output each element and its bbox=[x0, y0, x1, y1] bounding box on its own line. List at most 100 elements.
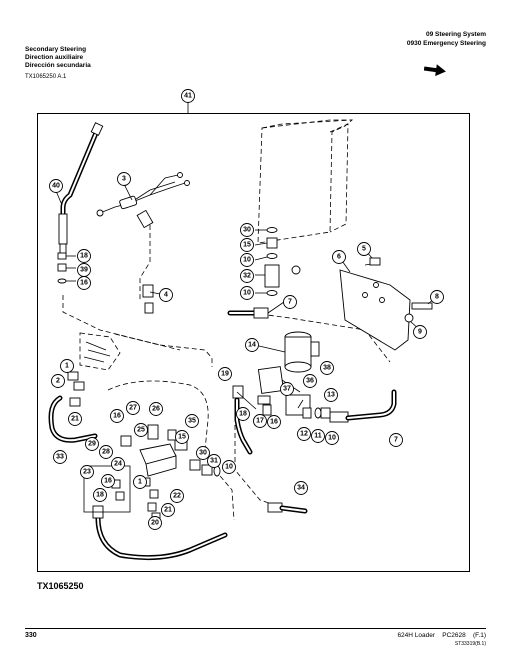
manifold-block bbox=[120, 424, 188, 477]
footer-model: 624H Loader bbox=[397, 632, 436, 639]
callout-13: 13 bbox=[324, 388, 338, 402]
callout-37: 37 bbox=[280, 382, 294, 396]
callout-20: 20 bbox=[148, 516, 162, 530]
bolt-8-washer-9 bbox=[404, 302, 433, 323]
callout-23: 23 bbox=[80, 465, 94, 479]
wiring-harness-3 bbox=[96, 172, 190, 229]
page-header-right: 09 Steering System 0930 Emergency Steeri… bbox=[407, 30, 486, 48]
callout-21a: 21 bbox=[68, 412, 82, 426]
svg-text:22: 22 bbox=[173, 493, 181, 500]
footer-model-line: 624H Loader PC2628 (F.1) bbox=[397, 632, 486, 640]
routing-line-b bbox=[62, 295, 213, 367]
callout-39: 39 bbox=[77, 263, 91, 277]
callout-12: 12 bbox=[297, 427, 311, 441]
black-arrow-icon bbox=[424, 64, 446, 76]
callout-21b: 21 bbox=[161, 503, 175, 517]
callout-34: 34 bbox=[294, 481, 308, 495]
svg-text:16: 16 bbox=[104, 478, 112, 485]
figure-ref-bottom: TX1065250 bbox=[37, 581, 84, 591]
callout-10c: 10 bbox=[325, 431, 339, 445]
callout-35: 35 bbox=[185, 414, 199, 428]
svg-text:39: 39 bbox=[80, 267, 88, 274]
callout-15: 15 bbox=[240, 238, 254, 252]
callout-16d: 16 bbox=[101, 474, 115, 488]
callout-40: 40 bbox=[49, 179, 63, 193]
svg-text:10: 10 bbox=[225, 464, 233, 471]
svg-text:24: 24 bbox=[114, 461, 122, 468]
callout-25: 25 bbox=[134, 423, 148, 437]
callout-33: 33 bbox=[53, 450, 67, 464]
svg-text:3: 3 bbox=[122, 176, 126, 183]
callout-27: 27 bbox=[126, 401, 140, 415]
page-title-block: Secondary Steering Direction auxiliaire … bbox=[25, 46, 91, 70]
callout-24: 24 bbox=[111, 457, 125, 471]
hose-19 bbox=[232, 385, 253, 455]
svg-text:40: 40 bbox=[52, 183, 60, 190]
routing-line-c bbox=[114, 333, 181, 351]
callout-29: 29 bbox=[85, 437, 99, 451]
svg-text:38: 38 bbox=[323, 365, 331, 372]
callout-41: 41 bbox=[181, 89, 195, 103]
callout-10: 10 bbox=[240, 253, 254, 267]
group-title: 0930 Emergency Steering bbox=[406, 40, 486, 47]
svg-text:31: 31 bbox=[210, 458, 218, 465]
callout-30: 30 bbox=[240, 223, 254, 237]
routing-line-g bbox=[214, 469, 235, 521]
callout-3: 3 bbox=[117, 172, 131, 186]
callout-2: 2 bbox=[51, 374, 65, 388]
svg-text:37: 37 bbox=[283, 386, 291, 393]
hose-4-fitting bbox=[142, 284, 154, 314]
hose-40 bbox=[58, 122, 104, 255]
callout-10d: 10 bbox=[222, 460, 236, 474]
routing-line-f bbox=[107, 380, 209, 451]
section-title: 09 Steering System bbox=[426, 31, 486, 38]
routing-line-e bbox=[234, 425, 276, 506]
svg-text:28: 28 bbox=[102, 449, 110, 456]
page-number: 330 bbox=[25, 632, 37, 639]
callout-1a: 1 bbox=[60, 359, 74, 373]
svg-text:13: 13 bbox=[327, 392, 335, 399]
fittings-30-31-10 bbox=[189, 459, 221, 477]
svg-text:27: 27 bbox=[129, 405, 137, 412]
callout-17: 17 bbox=[253, 414, 267, 428]
svg-text:15: 15 bbox=[178, 434, 186, 441]
svg-text:21: 21 bbox=[71, 416, 79, 423]
pump-motor-14 bbox=[284, 331, 320, 373]
callout-7a: 7 bbox=[283, 295, 297, 309]
svg-text:26: 26 bbox=[152, 406, 160, 413]
svg-text:6: 6 bbox=[337, 254, 341, 261]
svg-text:16: 16 bbox=[113, 413, 121, 420]
callout-8: 8 bbox=[430, 290, 444, 304]
callout-1b: 1 bbox=[133, 475, 147, 489]
footer-code: ST33319(B.1) bbox=[454, 641, 486, 647]
hose-33 bbox=[48, 395, 98, 443]
callout-38: 38 bbox=[320, 361, 334, 375]
callout-10b: 10 bbox=[240, 286, 254, 300]
tank-outline bbox=[257, 119, 354, 244]
callout-7b: 7 bbox=[389, 433, 403, 447]
svg-text:2: 2 bbox=[56, 378, 60, 385]
svg-text:7: 7 bbox=[288, 299, 292, 306]
bracket-plate-6 bbox=[339, 257, 411, 351]
callout-15b: 15 bbox=[175, 430, 189, 444]
svg-text:7: 7 bbox=[394, 437, 398, 444]
fittings-12-11-10 bbox=[302, 407, 331, 419]
svg-text:36: 36 bbox=[306, 378, 314, 385]
callout-18b: 18 bbox=[236, 407, 250, 421]
callout-4: 4 bbox=[159, 288, 173, 302]
callout-5: 5 bbox=[357, 242, 371, 256]
footer-pc: PC2628 bbox=[442, 632, 466, 639]
svg-text:18: 18 bbox=[239, 411, 247, 418]
svg-text:34: 34 bbox=[297, 485, 305, 492]
hose-34 bbox=[267, 502, 308, 514]
callout-18a: 18 bbox=[77, 249, 91, 263]
svg-text:23: 23 bbox=[83, 469, 91, 476]
title-french: Direction auxiliaire bbox=[25, 54, 84, 61]
callout-22: 22 bbox=[170, 489, 184, 503]
svg-text:10: 10 bbox=[243, 257, 251, 264]
callout-9: 9 bbox=[413, 325, 427, 339]
svg-text:10: 10 bbox=[328, 435, 336, 442]
svg-text:8: 8 bbox=[435, 294, 439, 301]
svg-text:32: 32 bbox=[243, 273, 251, 280]
svg-text:17: 17 bbox=[256, 418, 264, 425]
